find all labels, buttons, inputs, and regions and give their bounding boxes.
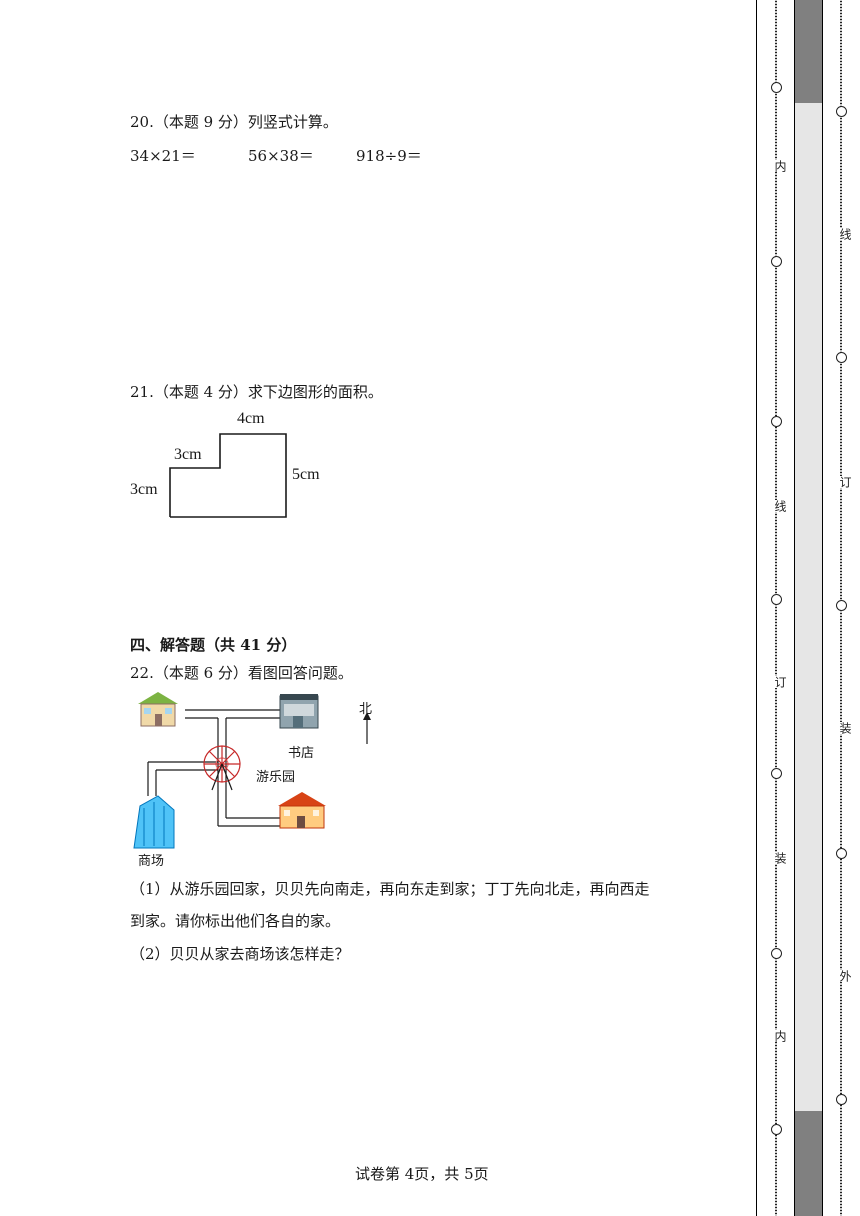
inner-mark-5: 内	[772, 1030, 789, 1042]
roads	[147, 709, 280, 827]
outer-circle-1	[836, 106, 847, 117]
inner-mark-1: 内	[772, 160, 789, 172]
map-figure	[133, 692, 371, 849]
inner-circle-3	[771, 416, 782, 427]
section4-title: 四、解答题（共 41 分）	[130, 636, 297, 654]
gray-band-bottom	[795, 1111, 822, 1216]
inner-dotted-line	[775, 0, 777, 1216]
label-park: 游乐园	[256, 770, 296, 785]
q22-part1-line2: 到家。请你标出他们各自的家。	[130, 912, 341, 930]
label-bookstore: 书店	[288, 746, 315, 761]
outer-circle-2	[836, 352, 847, 363]
inner-mark-3: 订	[772, 676, 789, 688]
label-top: 4cm	[237, 410, 265, 427]
outer-circle-5	[836, 1094, 847, 1105]
strip-left-border	[756, 0, 757, 1216]
strip-inner-border	[794, 0, 795, 1216]
inner-mark-4: 装	[772, 852, 789, 864]
inner-mark-2: 线	[772, 500, 789, 512]
gray-band-top	[795, 0, 822, 103]
ferris-wheel-icon	[203, 745, 241, 791]
outer-mark-1: 线	[837, 228, 854, 240]
outer-circle-3	[836, 600, 847, 611]
inner-circle-5	[771, 768, 782, 779]
label-step: 3cm	[174, 446, 202, 463]
house-icon	[138, 692, 178, 727]
villa-icon	[278, 792, 326, 829]
inner-circle-6	[771, 948, 782, 959]
inner-circle-4	[771, 594, 782, 605]
q20-item-2: 56×38＝	[248, 147, 314, 165]
q20-title: 20.（本题 9 分）列竖式计算。	[130, 113, 338, 131]
q22-part1-line1: （1）从游乐园回家，贝贝先向南走，再向东走到家；丁丁先向北走，再向西走	[130, 880, 650, 898]
q20-item-3: 918÷9＝	[356, 147, 422, 165]
outer-mark-4: 外	[837, 970, 854, 982]
label-north: 北	[359, 702, 373, 717]
l-shape-figure	[169, 433, 287, 518]
label-right: 5cm	[292, 466, 320, 483]
q21-title: 21.（本题 4 分）求下边图形的面积。	[130, 383, 383, 401]
page-footer: 试卷第 4页，共 5页	[355, 1165, 489, 1183]
l-shape-outline	[169, 433, 287, 518]
inner-circle-1	[771, 82, 782, 93]
outer-mark-2: 订	[837, 476, 854, 488]
light-band	[795, 103, 822, 1111]
inner-circle-7	[771, 1124, 782, 1135]
mall-icon	[133, 795, 175, 849]
north-arrow-icon	[363, 712, 371, 744]
label-mall: 商场	[138, 854, 165, 869]
inner-circle-2	[771, 256, 782, 267]
bookstore-icon	[279, 694, 319, 729]
outer-mark-3: 装	[837, 722, 854, 734]
outer-circle-4	[836, 848, 847, 859]
q22-title: 22.（本题 6 分）看图回答问题。	[130, 664, 353, 682]
label-left: 3cm	[130, 481, 158, 498]
q20-item-1: 34×21＝	[130, 147, 196, 165]
q22-part2: （2）贝贝从家去商场该怎样走？	[130, 945, 350, 963]
strip-right-border	[822, 0, 823, 1216]
